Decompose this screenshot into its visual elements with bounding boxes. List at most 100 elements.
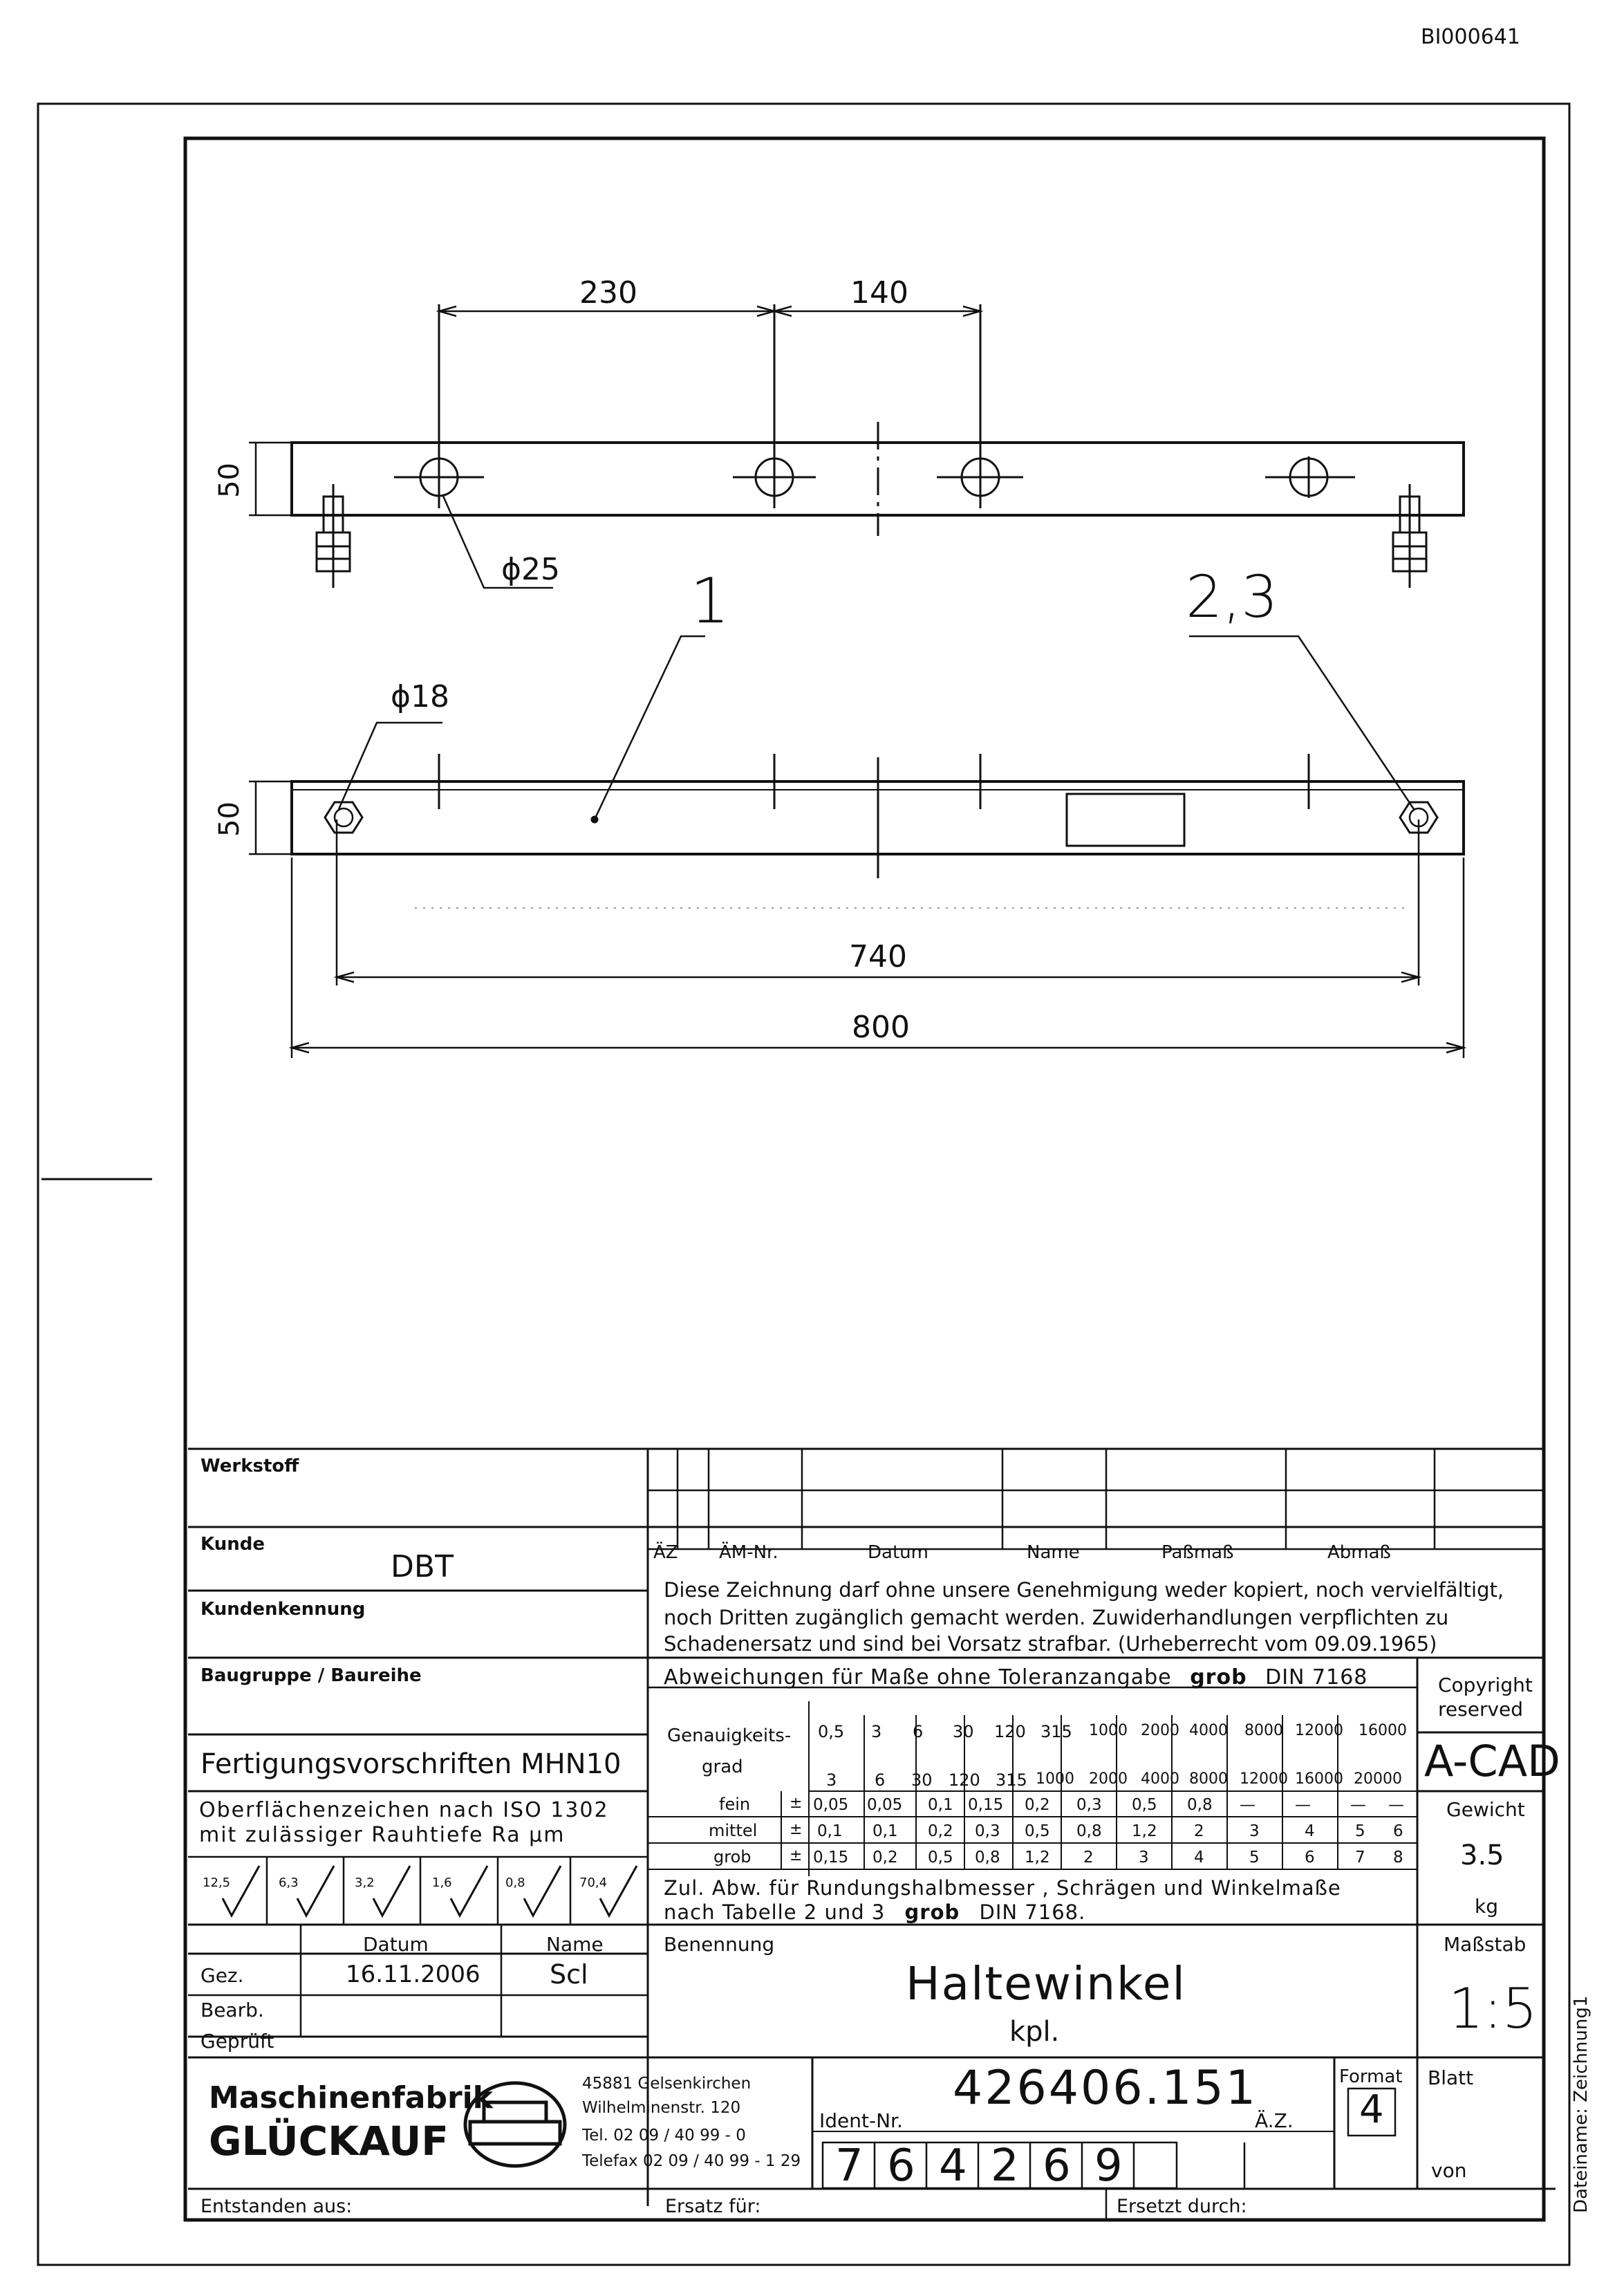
- range-from: 30: [953, 1722, 974, 1741]
- blatt-label: Blatt: [1428, 2066, 1474, 2089]
- cell: 0,05: [867, 1796, 903, 1814]
- cell: 4: [1194, 1849, 1204, 1867]
- name-header: Name: [546, 1933, 604, 1956]
- cell: 0,15: [813, 1849, 849, 1867]
- gewicht-label: Gewicht: [1446, 1798, 1525, 1821]
- range-to: 12000: [1240, 1770, 1288, 1788]
- rev-am-nr: ÄM-Nr.: [719, 1542, 778, 1563]
- cell: 2: [1194, 1822, 1204, 1840]
- bearb-label: Bearb.: [200, 1999, 264, 2021]
- row-sign: ±: [790, 1847, 803, 1864]
- ident-digit: 9: [1094, 2140, 1123, 2192]
- ident-digit: 6: [887, 2140, 915, 2192]
- range-to: 6: [875, 1770, 886, 1790]
- cell: 0,8: [1187, 1796, 1213, 1814]
- cell: 0,2: [928, 1822, 953, 1840]
- ersatz-label: Ersatz für:: [665, 2196, 761, 2217]
- range-to: 20000: [1354, 1770, 1402, 1788]
- oberflaeche-text-1: Oberflächenzeichen nach ISO 1302: [199, 1798, 609, 1822]
- address-line: Telefax 02 09 / 40 99 - 1 29: [582, 2152, 801, 2170]
- range-from: 8000: [1244, 1722, 1283, 1739]
- cell: 6: [1393, 1822, 1403, 1840]
- cell: 5: [1355, 1822, 1365, 1840]
- ident-digit: 6: [1043, 2140, 1071, 2192]
- geprueft-label: Geprüft: [200, 2030, 274, 2053]
- cell: 8: [1393, 1849, 1403, 1867]
- row-sign: ±: [790, 1795, 803, 1812]
- cell: 3: [1249, 1822, 1260, 1840]
- kundenkennung-label: Kundenkennung: [200, 1599, 366, 1620]
- company-name-1: Maschinenfabrik: [209, 2080, 494, 2116]
- dim-800: 800: [852, 1010, 910, 1045]
- cell: 0,8: [1076, 1822, 1102, 1840]
- von-label: von: [1431, 2159, 1467, 2182]
- cell: 0,5: [1132, 1796, 1157, 1814]
- range-from: 3: [871, 1722, 882, 1741]
- gez-name: Scl: [550, 1959, 588, 1990]
- cell: 0,8: [975, 1849, 1000, 1867]
- cell: 0,1: [928, 1796, 953, 1814]
- kunde-value: DBT: [391, 1549, 454, 1584]
- datum-header: Datum: [363, 1933, 429, 1956]
- dia-25: ϕ25: [501, 552, 560, 587]
- dim-740: 740: [849, 939, 907, 974]
- cell: 0,2: [872, 1849, 898, 1867]
- range-from: 0,5: [818, 1722, 845, 1741]
- cell: 6: [1305, 1849, 1315, 1867]
- rev-name: Name: [1027, 1542, 1080, 1563]
- part-2-3: 2,3: [1186, 563, 1278, 631]
- cell: 0,5: [928, 1849, 953, 1867]
- range-from: 12000: [1295, 1722, 1343, 1739]
- rev-passmass: Paßmaß: [1161, 1542, 1234, 1563]
- notice-line-2: noch Dritten zugänglich gemacht werden. …: [664, 1606, 1449, 1629]
- ident-digit: 4: [939, 2140, 967, 2192]
- rev-az: ÄZ: [653, 1542, 678, 1563]
- outer-frame: [37, 102, 1571, 2266]
- massstab-label: Maßstab: [1444, 1933, 1527, 1956]
- dim-140: 140: [850, 275, 908, 311]
- cell: 0,3: [1076, 1796, 1102, 1814]
- gewicht-value: 3.5: [1460, 1840, 1504, 1871]
- dateiname-label: Dateiname: Zeichnung1: [1571, 1995, 1591, 2213]
- az-label: Ä.Z.: [1255, 2109, 1294, 2132]
- genauigkeit-label-1: Genauigkeits-: [667, 1725, 792, 1746]
- cell: 7: [1355, 1849, 1365, 1867]
- row-label: mittel: [709, 1821, 758, 1840]
- notice-line-3: Schadenersatz und sind bei Vorsatz straf…: [664, 1632, 1437, 1656]
- range-to: 3: [826, 1770, 837, 1790]
- dim-50-bottom: 50: [214, 802, 245, 837]
- rev-abmass: Abmaß: [1327, 1542, 1391, 1563]
- dia-18: ϕ18: [391, 679, 449, 714]
- genauigkeit-label-2: grad: [702, 1757, 743, 1777]
- abweichungen-text: Abweichungen für Maße ohne Toleranzangab…: [664, 1665, 1368, 1689]
- range-from: 120: [994, 1722, 1026, 1741]
- format-value: 4: [1359, 2087, 1384, 2132]
- roughness-value: 12,5: [203, 1876, 231, 1890]
- benennung-title: Haltewinkel: [906, 1957, 1186, 2010]
- address-line: Tel. 02 09 / 40 99 - 0: [582, 2127, 746, 2145]
- copyright-line-2: reserved: [1438, 1698, 1524, 1721]
- cell: 0,1: [872, 1822, 898, 1840]
- company-name-2: GLÜCKAUF: [209, 2118, 449, 2165]
- ident-label: Ident-Nr.: [819, 2109, 903, 2132]
- row-label: grob: [713, 1847, 752, 1867]
- document-id: BI000641: [1421, 25, 1520, 49]
- dim-230: 230: [579, 275, 637, 311]
- cell: —: [1350, 1796, 1366, 1814]
- cell: 0,05: [813, 1796, 849, 1814]
- range-to: 2000: [1089, 1770, 1128, 1788]
- kunde-label: Kunde: [200, 1534, 265, 1555]
- notice-line-1: Diese Zeichnung darf ohne unsere Genehmi…: [664, 1578, 1504, 1602]
- dim-50-top: 50: [214, 463, 245, 498]
- range-from: 16000: [1359, 1722, 1407, 1739]
- format-label: Format: [1339, 2066, 1403, 2087]
- entstanden-label: Entstanden aus:: [200, 2196, 353, 2217]
- ident-digit: 2: [991, 2140, 1019, 2192]
- range-from: 315: [1040, 1722, 1072, 1741]
- fertigung-text: Fertigungsvorschriften MHN10: [200, 1748, 622, 1780]
- cell: 0,3: [975, 1822, 1000, 1840]
- benennung-label: Benennung: [664, 1933, 775, 1956]
- range-to: 4000: [1141, 1770, 1179, 1788]
- gez-datum: 16.11.2006: [346, 1961, 480, 1988]
